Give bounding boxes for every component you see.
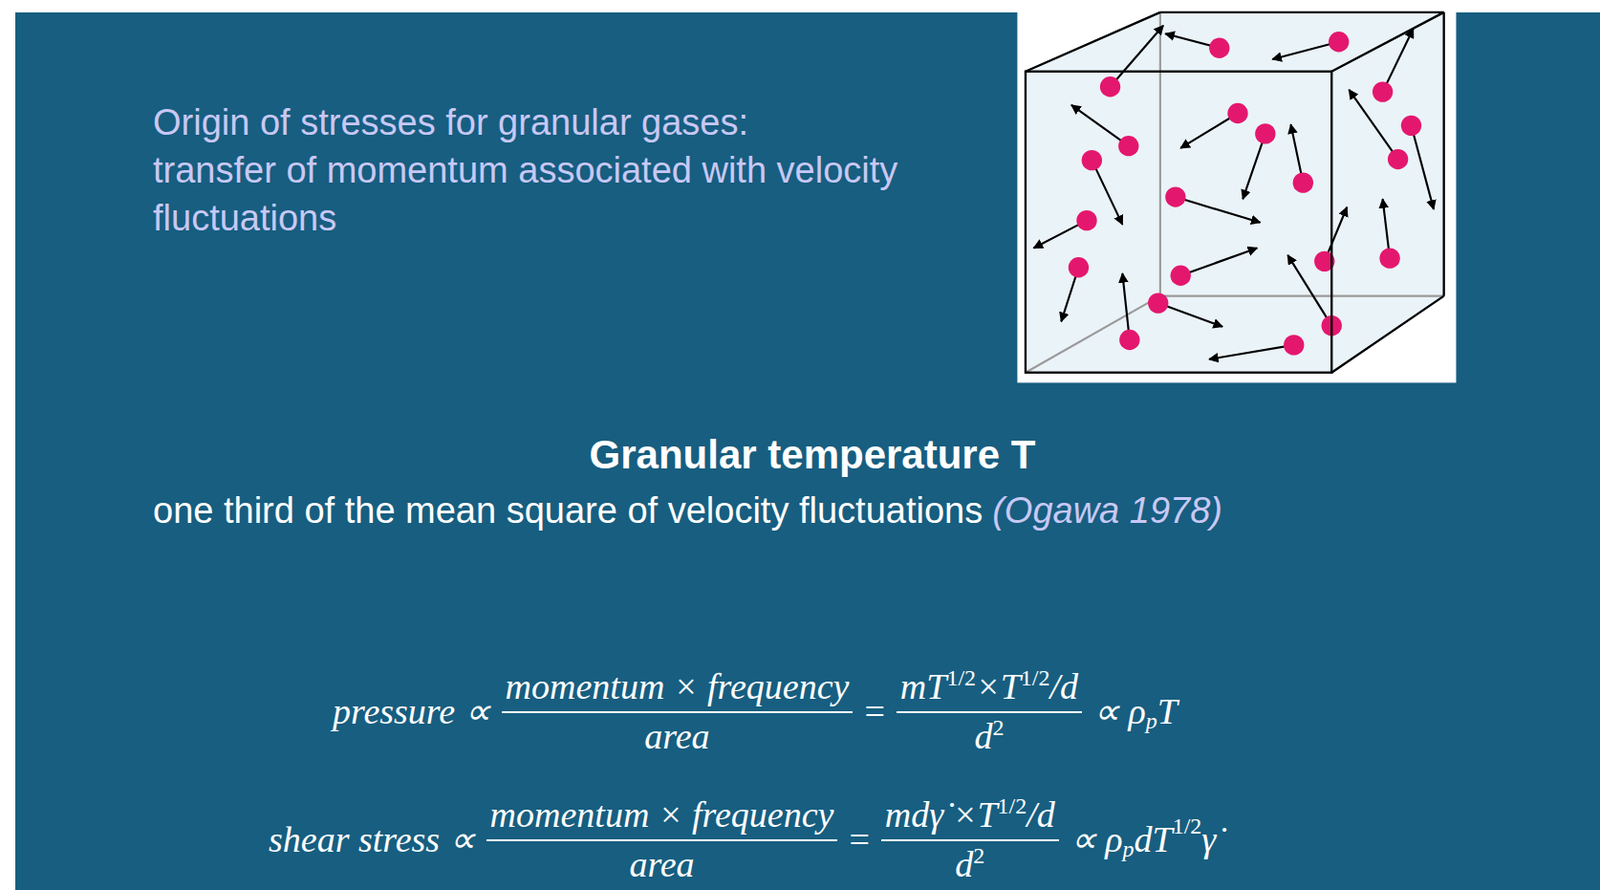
particle — [1254, 123, 1276, 144]
subscript: p — [1145, 708, 1158, 735]
fraction: mdγ̇ ×T1/2/dd2 — [881, 793, 1060, 886]
definition-text: one third of the mean square of velocity… — [152, 490, 983, 531]
formula-term: momentum × frequency — [490, 794, 835, 835]
formula-term: mdγ̇ ×T — [885, 794, 998, 835]
superscript: 1/2 — [997, 793, 1028, 819]
section-heading: Granular temperature T — [589, 431, 1037, 479]
particle — [1387, 149, 1408, 170]
denominator: d2 — [896, 711, 1082, 757]
formula-term: /d — [1026, 794, 1056, 835]
cube-fill — [1025, 12, 1445, 373]
formula-term: = — [864, 690, 885, 733]
velocity-arrow — [1383, 28, 1414, 92]
intro-line: transfer of momentum associated with vel… — [152, 146, 1014, 242]
velocity-arrow — [1091, 160, 1123, 225]
particle — [1119, 329, 1140, 350]
velocity-arrow — [1110, 25, 1165, 87]
denominator: area — [501, 711, 854, 757]
particle — [1401, 115, 1422, 136]
velocity-arrow — [1272, 42, 1339, 60]
particle — [1328, 31, 1349, 52]
numerator: momentum × frequency — [501, 665, 854, 712]
cube-hidden-edges — [1025, 12, 1445, 373]
formula-term: d — [954, 843, 973, 885]
formula-term: ×T — [975, 666, 1021, 707]
intro-line: Origin of stresses for granular gases: — [152, 98, 1014, 147]
intro-text: Origin of stresses for granular gases:tr… — [152, 98, 1014, 242]
illustration-panel — [1016, 12, 1456, 384]
formula-term: γ̇ — [1201, 818, 1216, 861]
citation: (Ogawa 1978) — [992, 490, 1223, 531]
formula-term: dT — [1134, 818, 1173, 861]
particle — [1165, 186, 1186, 207]
formula-row: pressure ∝momentum × frequencyarea=mT1/2… — [326, 665, 1178, 757]
formula-term: d — [973, 715, 993, 757]
velocity-arrow — [1180, 247, 1257, 276]
particle — [1076, 210, 1097, 231]
particle — [1147, 292, 1168, 313]
formula-term: area — [628, 843, 694, 885]
velocity-arrow — [1209, 345, 1295, 360]
cube-edges — [1025, 12, 1445, 373]
particle — [1293, 172, 1314, 193]
superscript: 2 — [972, 843, 985, 868]
formula-term: shear stress ∝ — [268, 818, 476, 861]
particle — [1081, 150, 1103, 171]
particle — [1283, 334, 1304, 355]
velocity-arrow — [1158, 302, 1223, 327]
particle — [1209, 38, 1230, 59]
definition: one third of the mean square of velocity… — [152, 486, 1223, 535]
particles — [1033, 25, 1434, 360]
numerator: mdγ̇ ×T1/2/d — [881, 793, 1060, 840]
particle — [1227, 103, 1248, 124]
fraction: momentum × frequency area — [486, 793, 839, 886]
formula-term: area — [644, 715, 710, 757]
numerator: mT1/2×T1/2/d — [896, 665, 1082, 712]
superscript: 1/2 — [946, 665, 976, 691]
formula-term: /d — [1050, 666, 1080, 707]
fraction: mT1/2×T1/2/dd2 — [896, 665, 1082, 757]
velocity-arrow — [1242, 133, 1265, 199]
particle — [1068, 257, 1089, 278]
superscript: 2 — [992, 714, 1004, 740]
formula-term: ∝ ρ — [1070, 818, 1124, 861]
velocity-arrow — [1410, 125, 1433, 210]
particle — [1372, 81, 1393, 102]
particle — [1379, 247, 1400, 268]
formula-term: T — [1157, 690, 1178, 733]
numerator: momentum × frequency — [486, 793, 839, 840]
formula-term: mT — [900, 666, 948, 707]
particle — [1170, 265, 1191, 286]
formula-term: momentum × frequency — [505, 666, 850, 707]
superscript: 1/2 — [1020, 665, 1051, 691]
velocity-arrow — [1175, 196, 1261, 223]
particle — [1100, 76, 1121, 97]
particle — [1118, 135, 1139, 156]
formula-term: pressure ∝ — [332, 690, 491, 733]
formula-row: shear stress ∝momentum × frequencyarea=m… — [262, 793, 1216, 886]
denominator: area — [486, 839, 839, 886]
formula-term: = — [848, 818, 869, 861]
velocity-arrow — [1071, 105, 1129, 147]
fraction: momentum × frequency area — [501, 665, 854, 757]
subscript: p — [1123, 836, 1135, 863]
denominator: d2 — [881, 839, 1060, 886]
formula-term: ∝ ρ — [1093, 690, 1146, 733]
superscript: 1/2 — [1172, 813, 1203, 840]
velocity-arrow — [1348, 89, 1398, 160]
